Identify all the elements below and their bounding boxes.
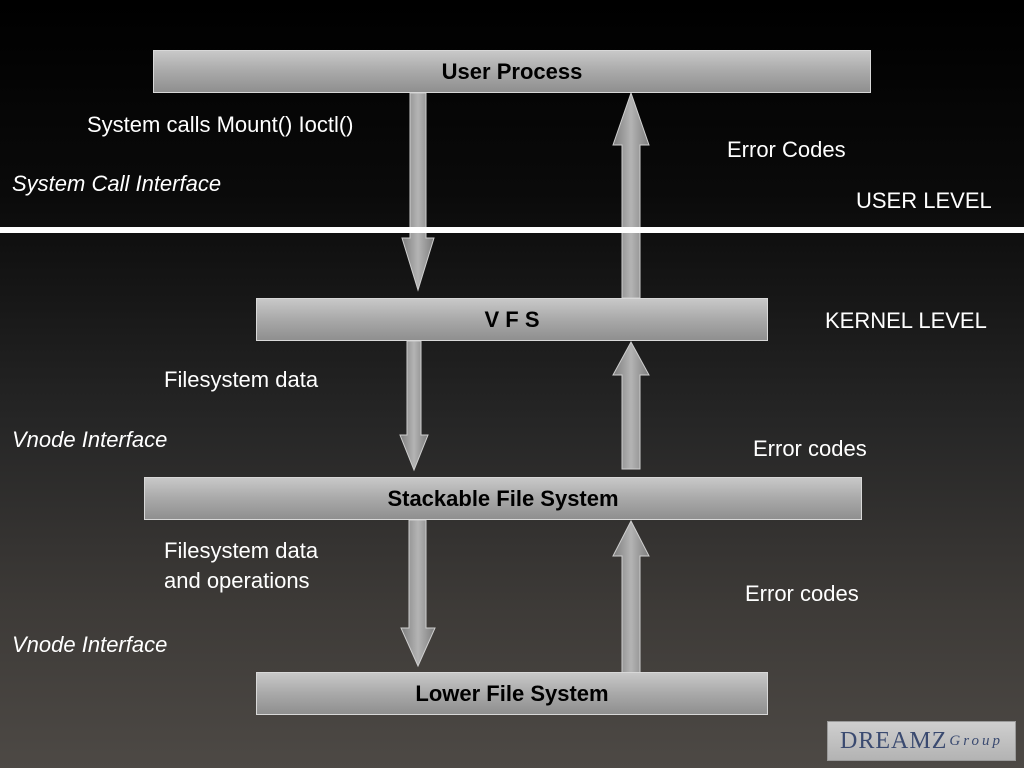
lower-fs-box: Lower File System	[256, 672, 768, 715]
arrow-down-fs-data	[399, 340, 429, 472]
user-level-label: USER LEVEL	[856, 188, 992, 213]
filesystem-data-ops-line1: Filesystem data	[164, 538, 319, 563]
filesystem-data-ops-label: Filesystem data and operations	[164, 536, 318, 595]
arrow-down-syscalls	[401, 92, 435, 292]
system-calls-label: System calls Mount() Ioctl()	[87, 112, 354, 137]
user-process-box: User Process	[153, 50, 871, 93]
dreamz-group-logo: DREAMZ Group	[827, 721, 1016, 761]
filesystem-data-label: Filesystem data	[164, 367, 319, 392]
filesystem-data-ops-line2: and operations	[164, 567, 310, 593]
arrow-up-error-codes-3	[612, 519, 650, 674]
error-codes-label-1: Error Codes	[727, 137, 846, 162]
arrow-up-error-codes-1	[612, 91, 650, 299]
vnode-interface-label-1: Vnode Interface	[12, 427, 168, 452]
stackable-fs-label: Stackable File System	[387, 485, 619, 511]
lower-fs-label: Lower File System	[415, 680, 609, 706]
stackable-fs-box: Stackable File System	[144, 477, 862, 520]
user-process-label: User Process	[441, 58, 583, 84]
arrow-up-error-codes-2	[612, 340, 650, 470]
kernel-level-label: KERNEL LEVEL	[825, 308, 987, 333]
user-kernel-divider	[0, 227, 1024, 233]
logo-sub-text: Group	[949, 732, 1003, 749]
error-codes-label-2: Error codes	[753, 436, 867, 461]
vfs-label: V F S	[484, 306, 540, 332]
arrow-down-fs-data-ops	[400, 519, 436, 668]
vnode-interface-label-2: Vnode Interface	[12, 632, 168, 657]
error-codes-label-3: Error codes	[745, 581, 859, 606]
system-call-interface-label: System Call Interface	[12, 171, 222, 196]
logo-main-text: DREAMZ	[840, 727, 948, 754]
vfs-box: V F S	[256, 298, 768, 341]
